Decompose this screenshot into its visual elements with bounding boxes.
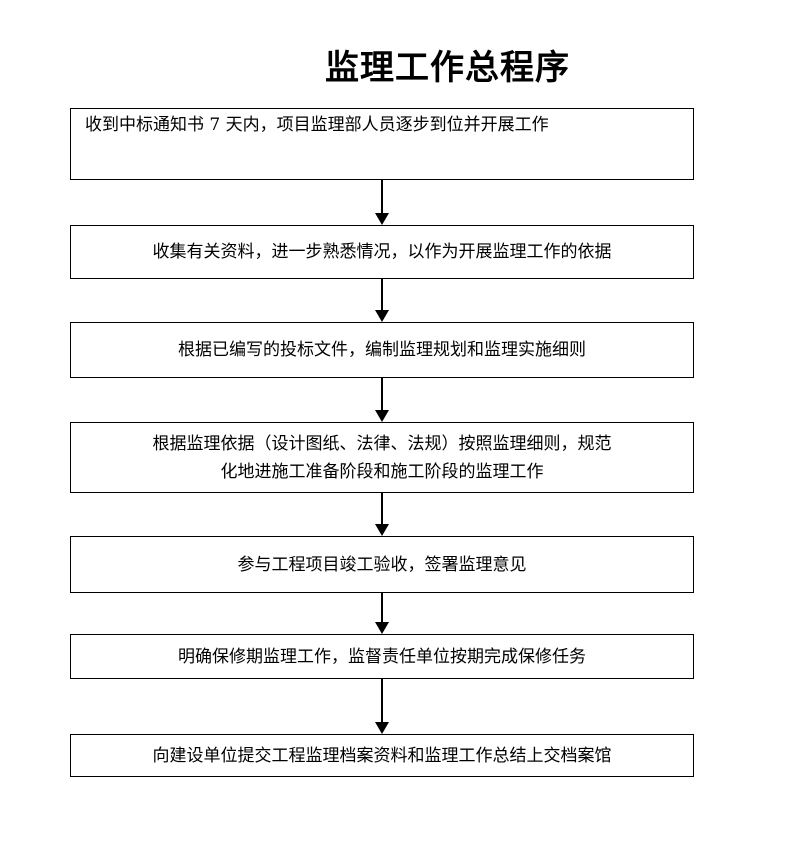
flow-step-4-line-2: 化地进施工准备阶段和施工阶段的监理工作	[220, 461, 544, 482]
flow-arrow-4	[375, 493, 389, 536]
flow-arrow-1	[375, 180, 389, 225]
flow-step-7: 向建设单位提交工程监理档案资料和监理工作总结上交档案馆	[70, 734, 694, 777]
diagram-title: 监理工作总程序	[325, 48, 570, 88]
flow-step-6: 明确保修期监理工作，监督责任单位按期完成保修任务	[70, 634, 694, 679]
flow-arrow-3	[375, 378, 389, 422]
flow-step-4: 根据监理依据（设计图纸、法律、法规）按照监理细则，规范 化地进施工准备阶段和施工…	[70, 422, 694, 493]
flow-step-2-text: 收集有关资料，进一步熟悉情况，以作为开展监理工作的依据	[152, 242, 612, 262]
flow-step-6-text: 明确保修期监理工作，监督责任单位按期完成保修任务	[178, 646, 586, 667]
flow-step-4-text: 根据监理依据（设计图纸、法律、法规）按照监理细则，规范 化地进施工准备阶段和施工…	[145, 430, 620, 486]
flow-arrow-2	[375, 279, 389, 322]
flow-step-1-text: 收到中标通知书 7 天内，项目监理部人员逐步到位并开展工作	[85, 115, 549, 135]
flow-step-4-line-1: 根据监理依据（设计图纸、法律、法规）按照监理细则，规范	[152, 433, 612, 454]
flow-arrow-5	[375, 593, 389, 634]
flow-step-3-text: 根据已编写的投标文件，编制监理规划和监理实施细则	[178, 340, 586, 360]
flow-step-5-text: 参与工程项目竣工验收，签署监理意见	[237, 554, 527, 575]
flow-step-5: 参与工程项目竣工验收，签署监理意见	[70, 536, 694, 593]
flow-step-3: 根据已编写的投标文件，编制监理规划和监理实施细则	[70, 322, 694, 378]
flow-arrow-6	[375, 679, 389, 734]
flow-step-1: 收到中标通知书 7 天内，项目监理部人员逐步到位并开展工作	[70, 108, 694, 180]
flow-step-7-text: 向建设单位提交工程监理档案资料和监理工作总结上交档案馆	[152, 745, 612, 766]
flow-step-2: 收集有关资料，进一步熟悉情况，以作为开展监理工作的依据	[70, 225, 694, 279]
